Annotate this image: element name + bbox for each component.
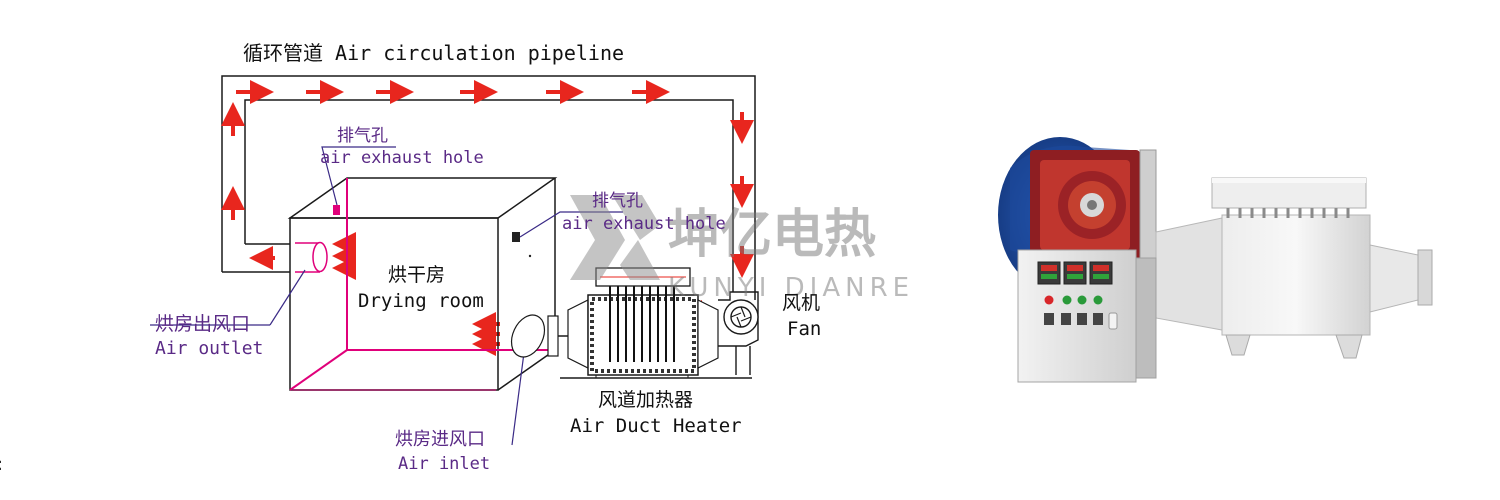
inlet-ellipse xyxy=(510,314,546,358)
control-switch xyxy=(1044,313,1103,325)
green-indicator-lamp xyxy=(1062,295,1072,305)
temperature-controllers xyxy=(1037,261,1113,285)
kunyi-logo-icon xyxy=(570,195,660,280)
room-label-en: Drying room xyxy=(358,290,484,312)
fan-icon xyxy=(718,291,759,375)
fan-label-cn: 风机 xyxy=(782,292,821,314)
drying-room-box xyxy=(287,177,558,391)
red-indicator-lamp xyxy=(1044,295,1054,305)
watermark-en: KUNYI DIANRE xyxy=(668,273,914,303)
exhaust-hole-2 xyxy=(512,232,520,242)
exhaust-hole-1 xyxy=(333,205,340,215)
edge-glyph: : xyxy=(0,454,3,475)
exhaust-label-2-en: air exhaust hole xyxy=(562,214,726,234)
fan-label-en: Fan xyxy=(787,318,822,340)
heater-label-cn: 风道加热器 xyxy=(598,389,694,411)
duct-body xyxy=(1221,214,1371,336)
dot xyxy=(528,254,532,258)
exhaust-label-1-cn: 排气孔 xyxy=(337,126,388,146)
heater-product-photo xyxy=(998,137,1433,383)
heater-label-en: Air Duct Heater xyxy=(570,415,742,437)
green-indicator-lamp xyxy=(1093,295,1103,305)
pipeline-label: 循环管道 Air circulation pipeline xyxy=(243,41,625,65)
air-duct-heater xyxy=(547,267,752,379)
room-label-cn: 烘干房 xyxy=(388,264,446,286)
inlet-label-en: Air inlet xyxy=(398,454,491,474)
kunyi-watermark-logo: 坤亿电热 KUNYI DIANRE xyxy=(570,195,914,303)
outlet-cylinder xyxy=(295,241,328,273)
exhaust-label-2-cn: 排气孔 xyxy=(592,191,643,211)
outlet-label-en: Air outlet xyxy=(155,338,264,359)
exhaust-label-1-en: air exhaust hole xyxy=(320,148,484,168)
outlet-label-cn: 烘房出风口 xyxy=(155,313,251,335)
green-indicator-lamp xyxy=(1077,295,1087,305)
watermark-cn: 坤亿电热 xyxy=(668,205,876,265)
inlet-label-cn: 烘房进风口 xyxy=(395,429,485,450)
